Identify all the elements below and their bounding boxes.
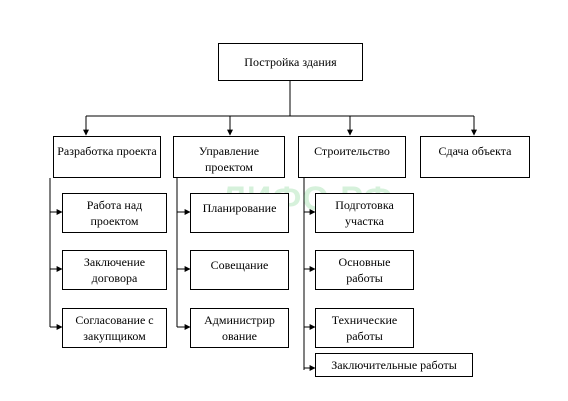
child-node-b3-2: Основные работы [315,250,414,290]
branch-node-label: Строительство [314,144,390,158]
branch-node-label: Разработка проекта [57,144,157,158]
branch-node-label: Сдача объекта [438,144,512,158]
child-node-b2-2: Совещание [190,250,289,290]
child-node-label: Совещание [210,258,269,272]
child-node-label: Администрир ование [204,313,275,343]
child-node-label: Планирование [202,201,277,215]
child-node-b1-1: Работа над проектом [62,193,167,233]
branch-node-1: Разработка проекта [53,136,161,178]
child-node-b3-4: Заключительные работы [315,353,473,377]
child-node-b2-1: Планирование [190,193,289,233]
child-node-b3-3: Технические работы [315,308,414,348]
branch-node-2: Управление проектом [173,136,285,178]
branch-node-3: Строительство [298,136,406,178]
child-node-b1-2: Заключение договора [62,250,167,290]
child-node-label: Заключительные работы [331,358,457,372]
child-node-label: Заключение договора [83,255,146,285]
branch-node-label: Управление проектом [198,144,260,174]
root-node-label: Постройка здания [244,55,337,69]
root-node: Постройка здания [218,43,363,81]
branch-node-4: Сдача объекта [420,136,530,178]
child-node-label: Подготовка участка [335,198,394,228]
child-node-label: Основные работы [338,255,391,285]
child-node-label: Согласование с закупщиком [75,313,154,343]
child-node-b1-3: Согласование с закупщиком [62,308,167,348]
child-node-label: Технические работы [331,313,398,343]
child-node-b2-3: Администрир ование [190,308,289,348]
child-node-b3-1: Подготовка участка [315,193,414,233]
child-node-label: Работа над проектом [86,198,143,228]
